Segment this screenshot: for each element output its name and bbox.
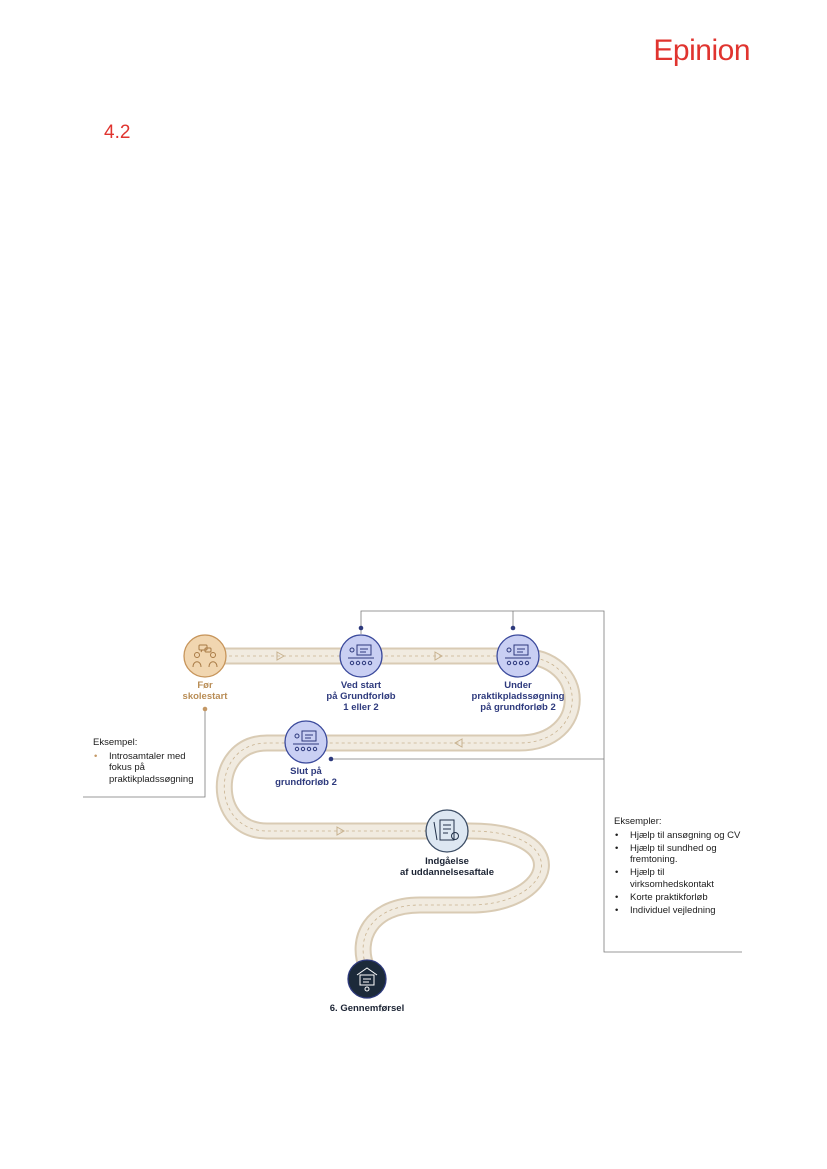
arrow-left-icon	[453, 738, 463, 748]
arrow-right-icon	[336, 826, 346, 836]
graduation-diploma-icon	[356, 967, 378, 992]
milestone-completion	[347, 959, 387, 999]
people-conversation-icon	[192, 644, 218, 668]
connector-dot	[202, 706, 208, 712]
note-item: Hjælp til virksomhedskontakt	[614, 867, 744, 890]
right-note-bracket	[603, 808, 742, 953]
note-list: Hjælp til ansøgning og CV Hjælp til sund…	[614, 830, 744, 917]
note-item: Hjælp til ansøgning og CV	[614, 830, 744, 842]
section-number: 4.2	[104, 122, 131, 143]
arrow-right-icon	[434, 651, 444, 661]
example-note-left: Eksempel: Introsamtaler med fokus på pra…	[93, 737, 208, 787]
milestone-label-apprenticeship-search: Under praktikpladssøgning på grundforløb…	[471, 680, 565, 713]
note-item: Hjælp til sundhed og fremtoning.	[614, 843, 744, 866]
milestone-apprenticeship-search	[496, 634, 540, 678]
milestone-training-agreement	[425, 809, 469, 853]
milestone-before-school	[183, 634, 227, 678]
connector-dots	[202, 625, 516, 762]
classroom-icon	[293, 730, 319, 752]
milestone-label-start-basic-course: Ved start på Grundforløb 1 eller 2	[326, 680, 396, 713]
milestone-label-end-basic-course: Slut på grundforløb 2	[275, 766, 337, 788]
connector-lines	[83, 610, 742, 953]
note-item: Individuel vejledning	[614, 905, 744, 917]
left-note-connector	[83, 710, 206, 798]
note-list: Introsamtaler med fokus på praktikpladss…	[93, 751, 208, 786]
milestone-label-completion: 6. Gennemførsel	[329, 1003, 405, 1014]
arrow-right-icon	[276, 651, 286, 661]
connector-dot	[510, 625, 516, 631]
direction-arrows	[276, 651, 463, 836]
milestone-end-basic-course	[284, 720, 328, 764]
example-note-right: Eksempler: Hjælp til ansøgning og CV Hjæ…	[614, 816, 744, 918]
milestone-start-basic-course	[339, 634, 383, 678]
milestone-label-before-school: Før skolestart	[182, 680, 228, 702]
road-fill	[198, 649, 579, 975]
connector-dot	[328, 756, 334, 762]
brand-logo: Epinion	[653, 34, 750, 67]
classroom-icon	[348, 644, 374, 666]
note-item: Korte praktikforløb	[614, 892, 744, 904]
note-heading: Eksempler:	[614, 816, 662, 827]
note-item: Introsamtaler med fokus på praktikpladss…	[93, 751, 208, 786]
top-bracket-line	[360, 610, 605, 808]
note-heading: Eksempel:	[93, 737, 138, 748]
journey-road	[196, 647, 581, 977]
classroom-icon	[505, 644, 531, 666]
milestone-label-training-agreement: Indgåelse af uddannelsesaftale	[400, 856, 494, 878]
contract-document-icon	[433, 819, 459, 841]
connector-dot	[358, 625, 364, 631]
